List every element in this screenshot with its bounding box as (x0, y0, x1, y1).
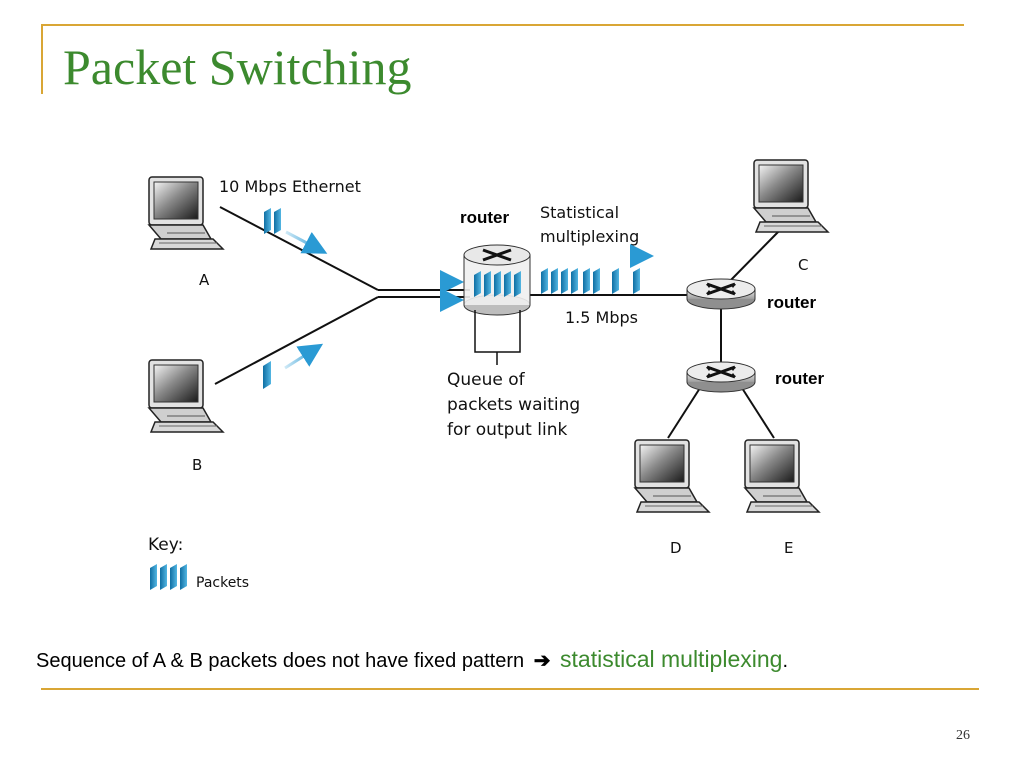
packet-icon (170, 564, 187, 590)
router-icon-upper (685, 277, 757, 311)
host-label-a: A (199, 271, 210, 289)
packet-icon (583, 268, 600, 294)
key-packets-label: Packets (196, 575, 249, 591)
packet-icon (150, 564, 167, 590)
ethernet-link-label: 10 Mbps Ethernet (219, 177, 361, 196)
computer-icon (148, 176, 224, 250)
caption: Sequence of A & B packets does not have … (36, 646, 788, 673)
router-label-central: router (460, 208, 510, 227)
caption-accent: statistical multiplexing (560, 646, 783, 672)
stat-mux-label-line2: multiplexing (540, 227, 639, 246)
left-rule (41, 24, 43, 94)
packet-icon (612, 268, 619, 294)
router-icon-lower (685, 360, 757, 394)
caption-text: Sequence of A & B packets does not have … (36, 650, 525, 672)
key-title: Key: (148, 535, 183, 555)
stat-mux-label-line1: Statistical (540, 203, 619, 222)
queue-label-line1: Queue of (447, 370, 526, 390)
queue-bracket (474, 310, 521, 353)
packets-on-output-link (541, 268, 640, 294)
host-b: B (148, 359, 224, 474)
computer-icon (744, 439, 820, 513)
output-link-label: 1.5 Mbps (565, 308, 638, 327)
packet-icon (264, 208, 281, 234)
packet-icon (633, 268, 640, 294)
packet-from-b (263, 361, 271, 389)
router-label-upper: router (767, 293, 817, 312)
slide-title: Packet Switching (63, 39, 412, 95)
host-label-e: E (784, 539, 793, 557)
queued-packets (474, 271, 521, 297)
diagram-key: Key: Packets (148, 535, 249, 591)
packet-icon (541, 268, 558, 294)
arrow-icon (285, 230, 328, 254)
page-number: 26 (956, 728, 970, 743)
bottom-rule (41, 688, 979, 690)
packet-icon (514, 271, 521, 297)
top-rule (41, 24, 964, 26)
host-c: C (753, 159, 829, 274)
host-label-c: C (798, 256, 808, 274)
caption-period: . (782, 650, 788, 672)
packet-icon (263, 361, 271, 389)
queue-label-line2: packets waiting (447, 395, 580, 415)
flow-arrows (284, 230, 654, 370)
computer-icon (634, 439, 710, 513)
computer-icon (148, 359, 224, 433)
host-d: D (634, 439, 710, 557)
computer-icon (753, 159, 829, 233)
router-label-lower: router (775, 369, 825, 388)
host-label-b: B (192, 456, 202, 474)
host-a: A (148, 176, 224, 289)
packet-icon (561, 268, 578, 294)
packets-from-a (264, 208, 281, 234)
host-e: E (744, 439, 820, 557)
right-arrow-icon: ➔ (533, 650, 551, 672)
links (214, 206, 781, 439)
arrow-icon (284, 343, 324, 370)
queue-label-line3: for output link (447, 420, 567, 440)
router-cross-icon (482, 248, 512, 262)
central-router (463, 244, 531, 316)
host-label-d: D (670, 539, 682, 557)
